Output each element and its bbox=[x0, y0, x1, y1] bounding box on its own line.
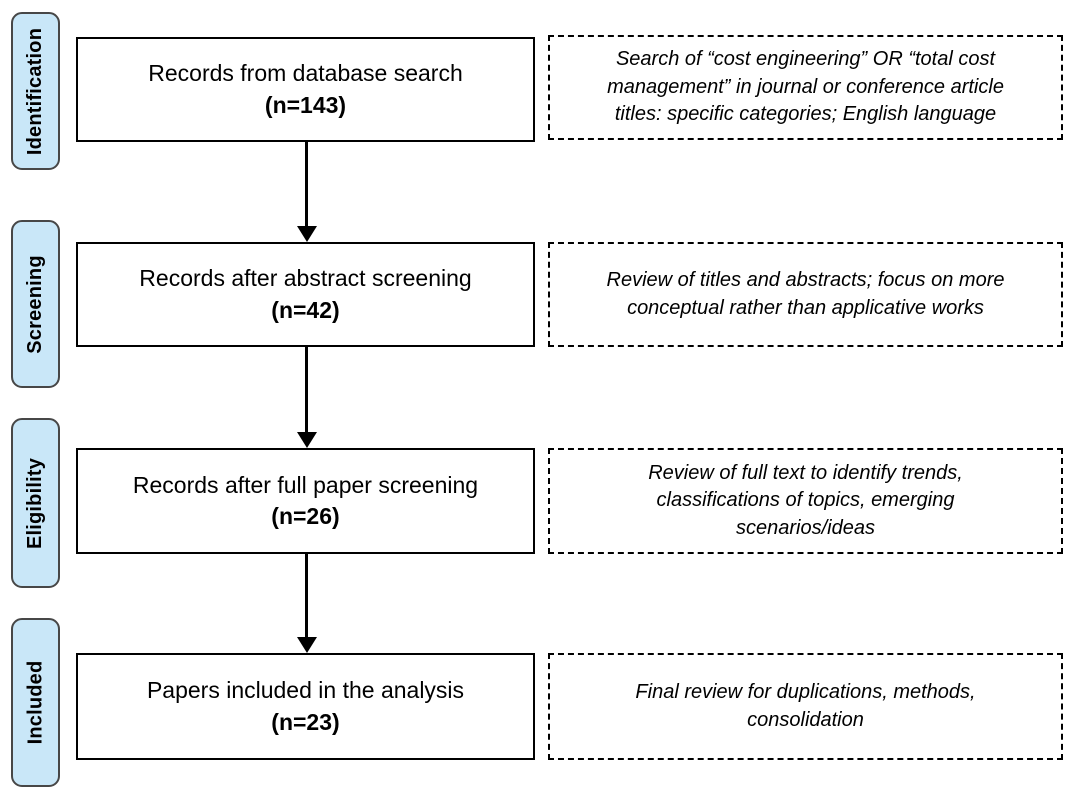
arrowhead-down-icon bbox=[297, 637, 317, 653]
note-line: Search of “cost engineering” OR “total c… bbox=[615, 48, 996, 71]
flow-box-count: (n=26) bbox=[271, 503, 340, 529]
stage-label-identification: Identification bbox=[11, 12, 60, 170]
note-line: scenarios/ideas bbox=[736, 516, 875, 539]
stage-label-text: Eligibility bbox=[24, 457, 47, 549]
flow-box-count: (n=23) bbox=[271, 708, 340, 735]
stage-label-text: Screening bbox=[24, 254, 46, 354]
note-box-search-criteria: Search of “cost engineering” OR “total c… bbox=[548, 35, 1063, 140]
note-line: titles: specific categories; English lan… bbox=[614, 103, 997, 126]
flow-box-abstract-screening: Records after abstract screening (n=42) bbox=[76, 242, 535, 347]
arrowhead-down-icon bbox=[297, 432, 317, 448]
note-line: Final review for duplications, methods, bbox=[635, 680, 976, 703]
arrow-line bbox=[305, 142, 308, 227]
note-line: management” in journal or conference art… bbox=[607, 75, 1004, 98]
stage-label-eligibility: Eligibility bbox=[11, 418, 60, 588]
note-line: Review of titles and abstracts; focus on… bbox=[606, 268, 1005, 291]
flow-box-database-search: Records from database search (n=143) bbox=[76, 37, 535, 142]
flow-box-count: (n=143) bbox=[264, 91, 347, 118]
stage-label-included: Included bbox=[11, 618, 60, 787]
stage-label-text: Identification bbox=[24, 27, 46, 155]
flow-box-full-paper-screening: Records after full paper screening (n=26… bbox=[76, 448, 535, 554]
arrowhead-down-icon bbox=[297, 226, 317, 242]
note-line: classifications of topics, emerging bbox=[656, 489, 955, 512]
arrow-line bbox=[305, 554, 308, 638]
flow-box-count: (n=42) bbox=[271, 296, 340, 323]
note-line: Review of full text to identify trends, bbox=[648, 461, 963, 484]
note-box-full-text-review: Review of full text to identify trends, … bbox=[548, 448, 1063, 554]
note-box-abstract-review: Review of titles and abstracts; focus on… bbox=[548, 242, 1063, 347]
flow-box-title: Papers included in the analysis bbox=[146, 677, 465, 704]
arrow-line bbox=[305, 347, 308, 433]
stage-label-text: Included bbox=[24, 660, 47, 745]
note-line: consolidation bbox=[747, 708, 864, 731]
note-box-final-review: Final review for duplications, methods, … bbox=[548, 653, 1063, 760]
flow-box-title: Records from database search bbox=[148, 60, 463, 87]
note-line: conceptual rather than applicative works bbox=[627, 296, 984, 319]
flow-box-included-papers: Papers included in the analysis (n=23) bbox=[76, 653, 535, 760]
flow-box-title: Records after abstract screening bbox=[139, 265, 472, 292]
flow-box-title: Records after full paper screening bbox=[132, 471, 479, 498]
stage-label-screening: Screening bbox=[11, 220, 60, 388]
